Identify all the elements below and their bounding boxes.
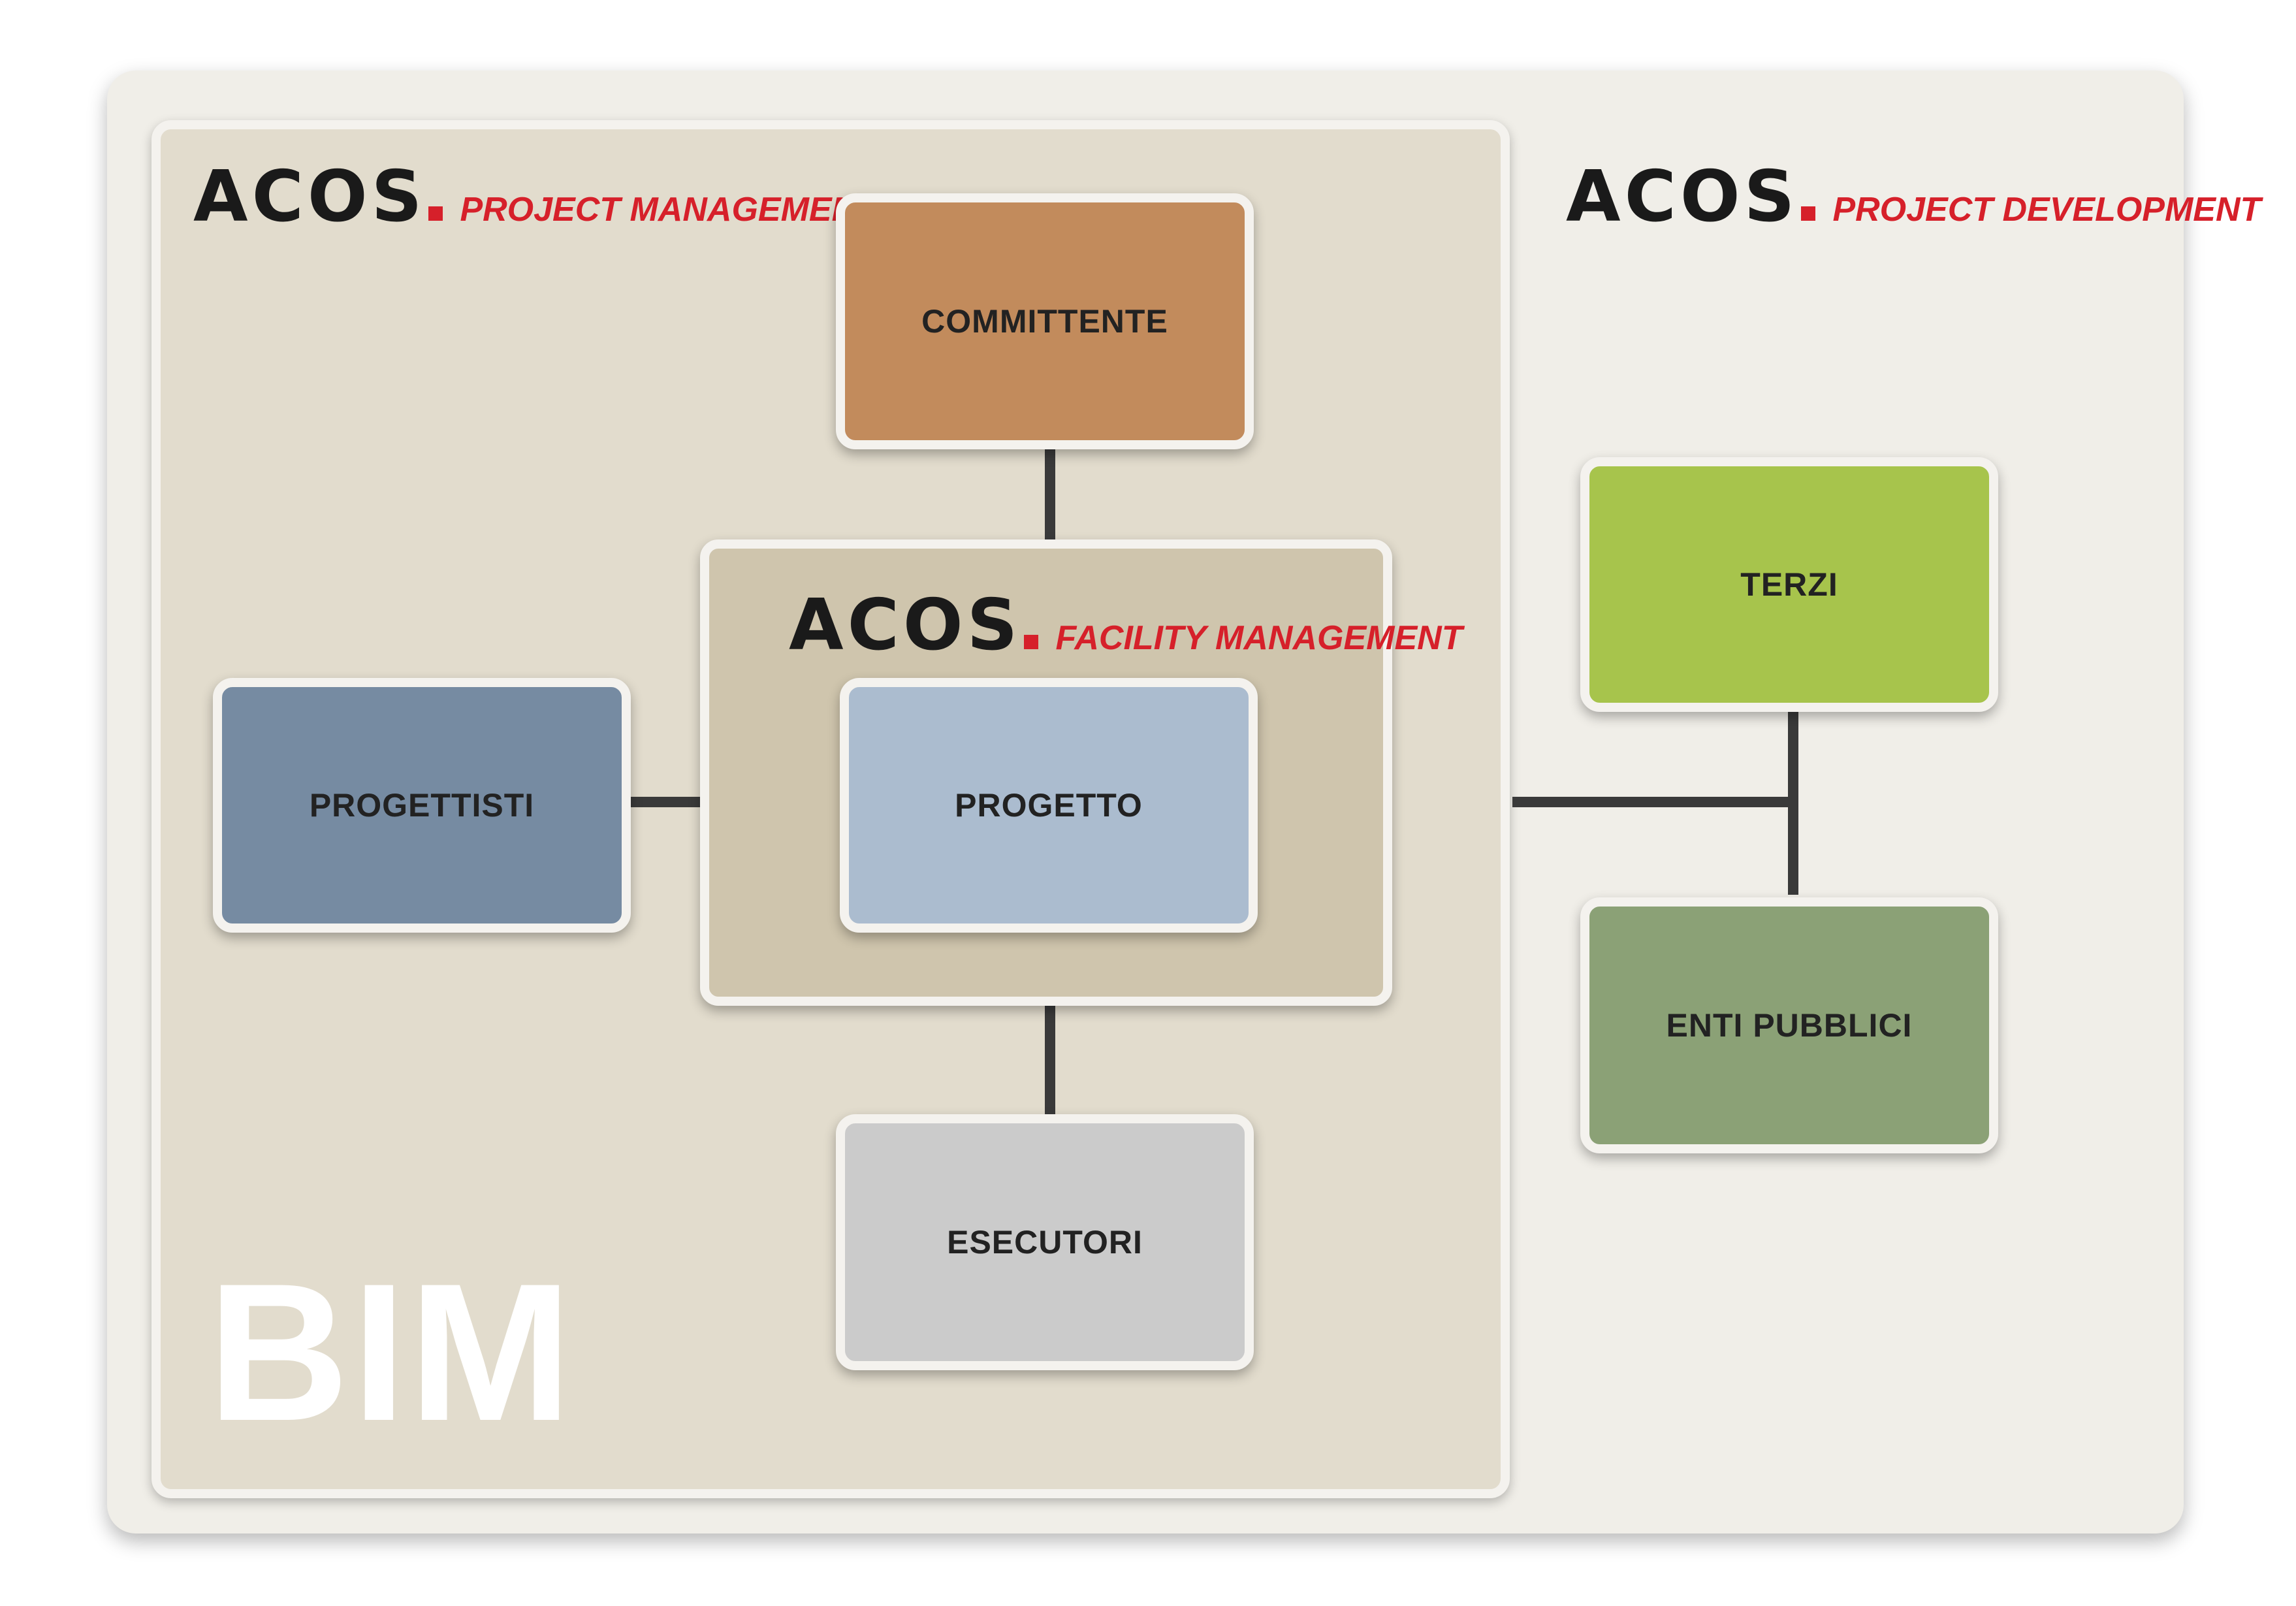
connector-committente-facility [1045, 449, 1055, 541]
bim-label: BIM [208, 1242, 575, 1462]
node-progetto: PROGETTO [840, 678, 1258, 933]
node-terzi-label: TERZI [1740, 566, 1838, 603]
node-enti-pubblici-label: ENTI PUBBLICI [1666, 1007, 1913, 1044]
brand-project-management-label: PROJECT MANAGEMENT [460, 191, 877, 229]
node-esecutori-label: ESECUTORI [947, 1224, 1143, 1261]
connector-bim-external [1512, 797, 1793, 807]
brand-project-development-label: PROJECT DEVELOPMENT [1832, 191, 2261, 229]
acos-logo-text: ACOS [193, 156, 426, 238]
acos-logo-dot [1024, 635, 1039, 649]
node-terzi: TERZI [1580, 457, 1998, 712]
acos-logo-text: ACOS [1566, 156, 1799, 238]
brand-project-development: ACOS PROJECT DEVELOPMENT [1566, 162, 2261, 233]
node-progetto-label: PROGETTO [955, 787, 1143, 824]
brand-facility-management: ACOS FACILITY MANAGEMENT [789, 590, 1462, 661]
acos-logo-dot [428, 206, 443, 221]
node-committente-label: COMMITTENTE [921, 303, 1168, 340]
acos-logo-text: ACOS [789, 585, 1022, 666]
connector-facility-esecutori [1045, 1006, 1055, 1116]
brand-project-management: ACOS PROJECT MANAGEMENT [193, 162, 877, 233]
node-progettisti-label: PROGETTISTI [309, 787, 535, 824]
node-progettisti: PROGETTISTI [213, 678, 631, 933]
node-enti-pubblici: ENTI PUBBLICI [1580, 897, 1998, 1153]
brand-facility-management-label: FACILITY MANAGEMENT [1055, 619, 1463, 657]
node-committente: COMMITTENTE [836, 193, 1254, 449]
acos-logo-dot [1801, 206, 1816, 221]
node-esecutori: ESECUTORI [836, 1114, 1254, 1370]
connector-terzi-enti [1788, 705, 1798, 895]
